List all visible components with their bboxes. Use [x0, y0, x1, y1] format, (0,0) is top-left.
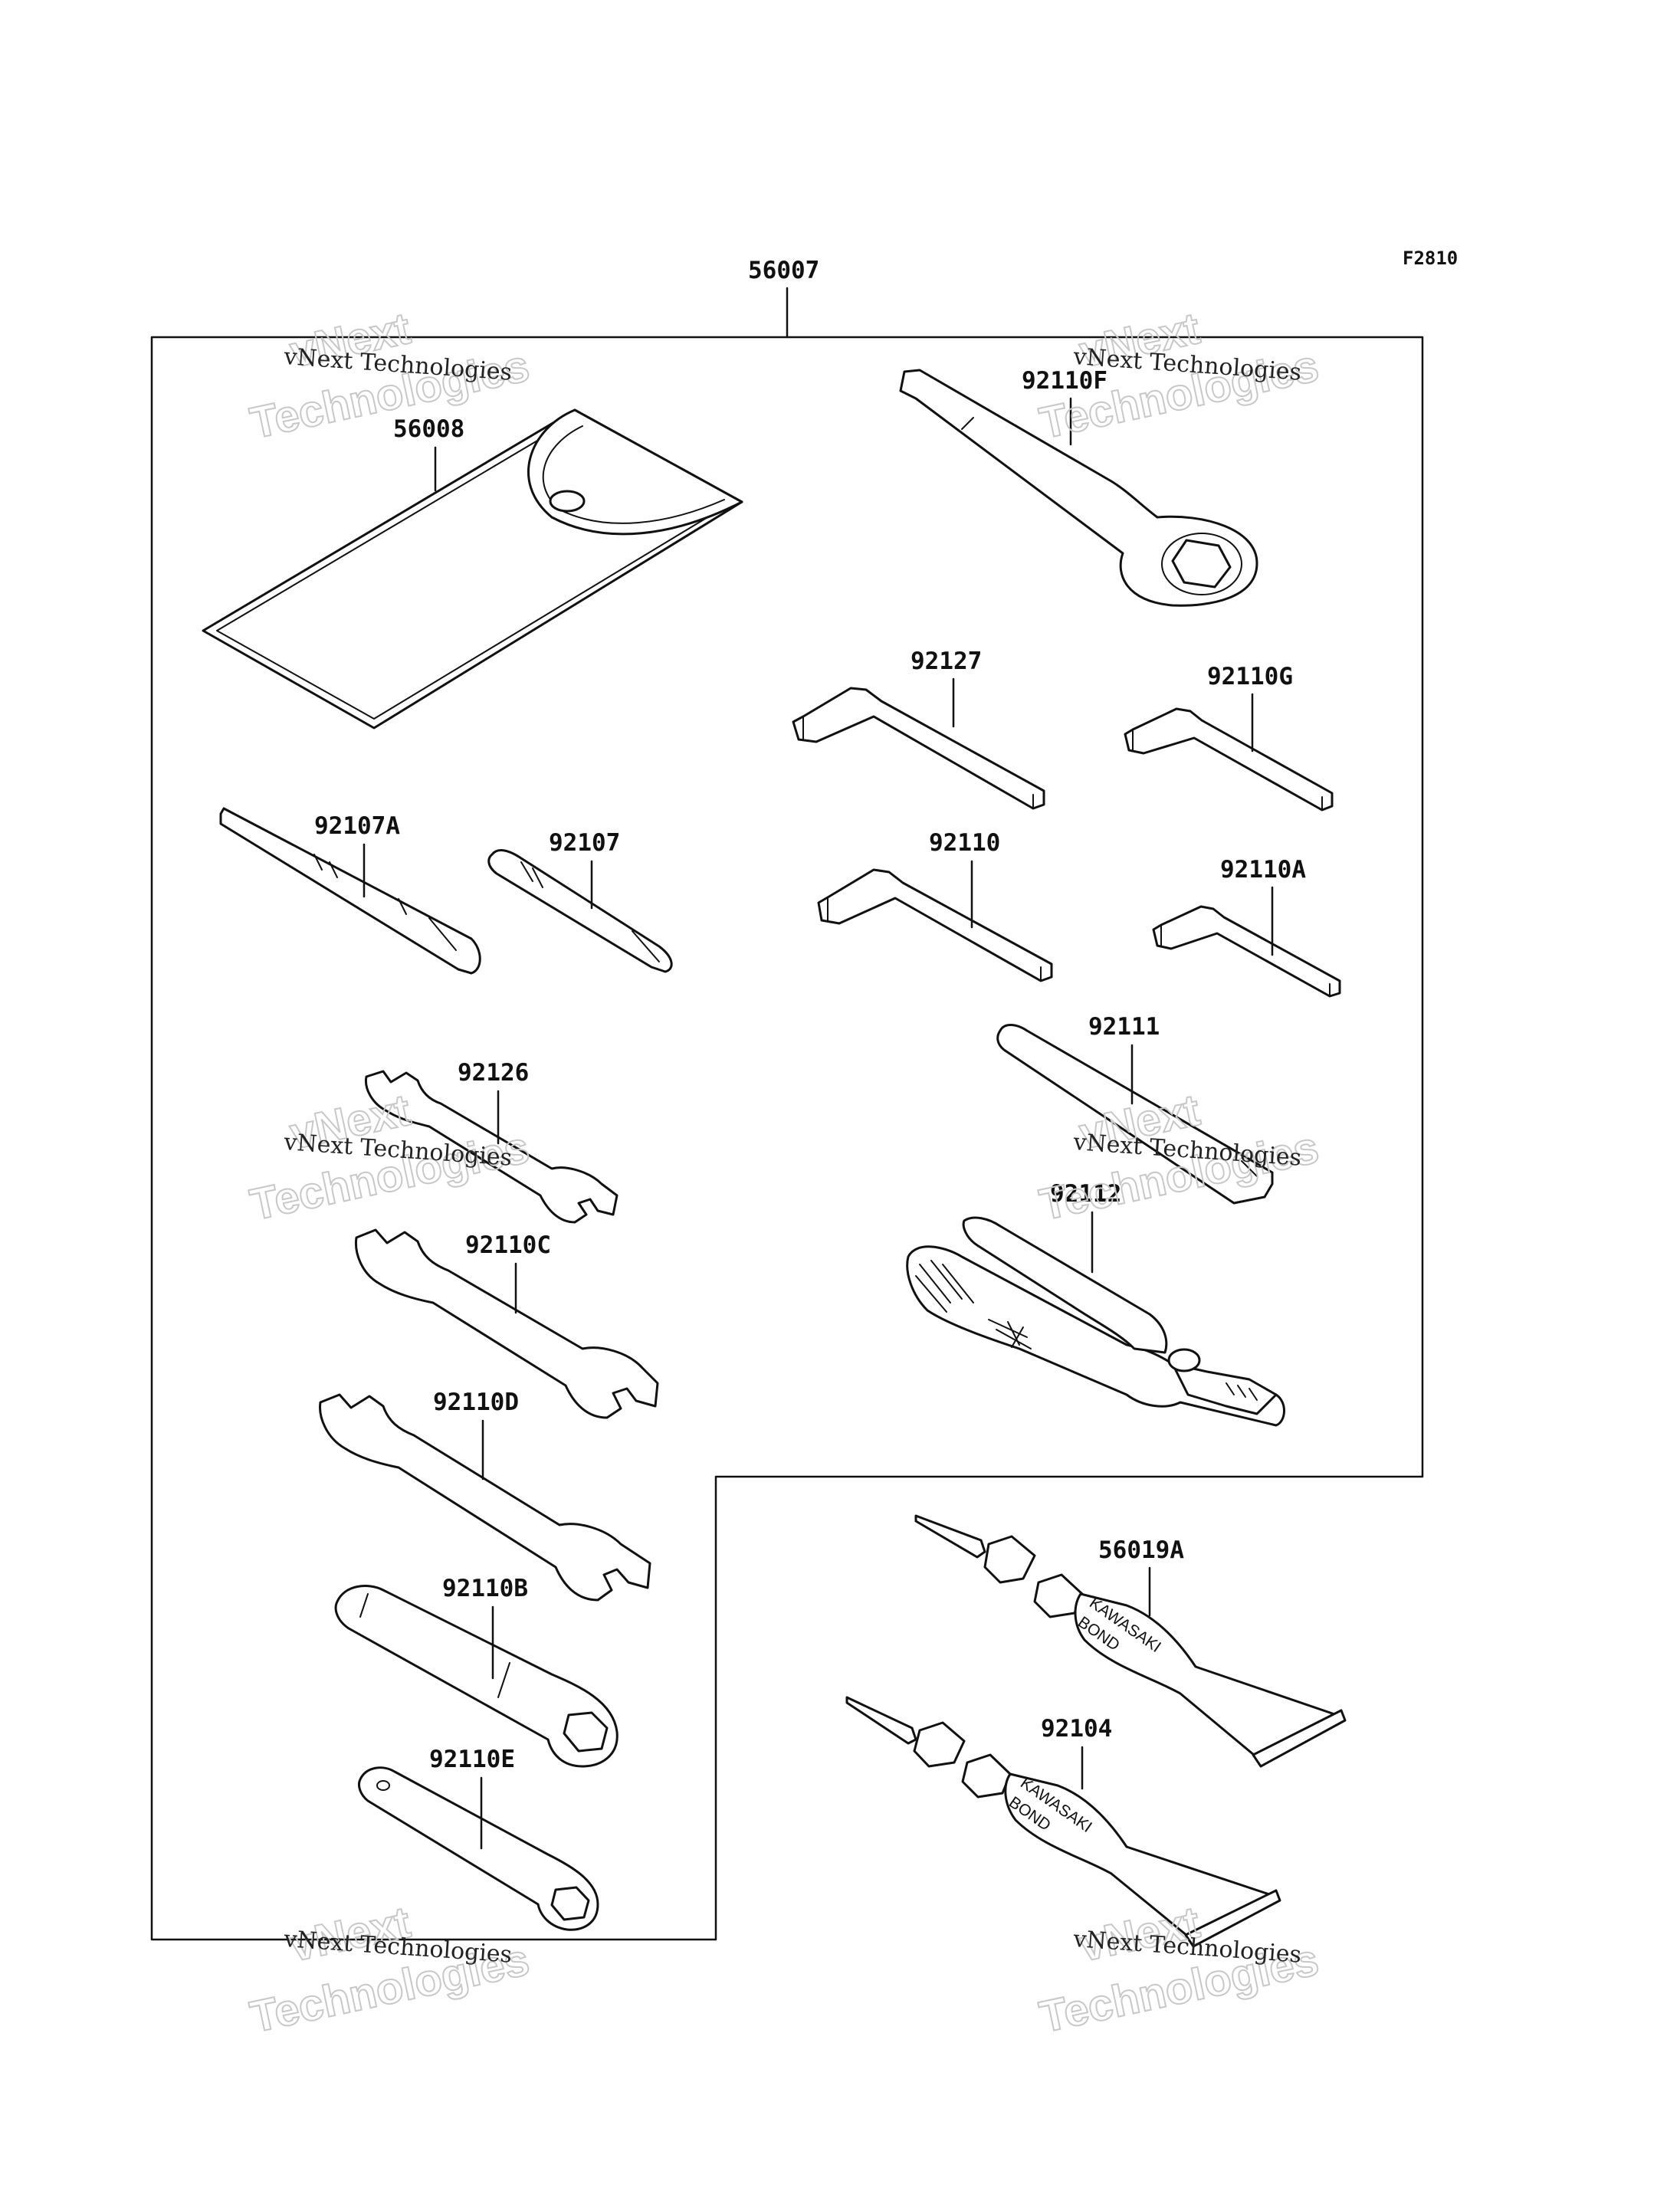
- label-92110F: 92110F: [1022, 367, 1107, 395]
- label-92107: 92107: [549, 829, 620, 857]
- tool-pouch-drawing: [202, 408, 743, 730]
- hex-key-92127-drawing: [792, 687, 1045, 810]
- label-92112: 92112: [1050, 1180, 1121, 1208]
- label-92110G: 92110G: [1207, 663, 1293, 690]
- kit-frame: [150, 336, 1424, 1941]
- screwdriver-double-bit-drawing: [219, 807, 481, 975]
- label-92110C: 92110C: [465, 1231, 551, 1259]
- screwdriver-bit-drawing: [487, 849, 673, 973]
- open-wrench-92110C-drawing: [354, 1228, 659, 1419]
- label-56019A: 56019A: [1098, 1536, 1184, 1564]
- label-92126: 92126: [458, 1059, 529, 1087]
- label-92110D: 92110D: [433, 1389, 519, 1416]
- box-wrench-92110B-drawing: [334, 1585, 619, 1768]
- assembly-label: 56007: [748, 257, 819, 284]
- label-92110B: 92110B: [442, 1575, 528, 1602]
- label-92110: 92110: [929, 829, 1000, 857]
- bond-tube-56019A-drawing: KAWASAKI BOND: [914, 1514, 1347, 1768]
- label-92104: 92104: [1041, 1715, 1112, 1743]
- extension-bar-drawing: [996, 1024, 1274, 1205]
- pliers-drawing: [906, 1216, 1285, 1427]
- box-wrench-92110E-drawing: [357, 1766, 599, 1931]
- open-wrench-92110D-drawing: [319, 1393, 651, 1602]
- label-92111: 92111: [1088, 1013, 1160, 1041]
- label-92127: 92127: [911, 648, 982, 675]
- label-92110E: 92110E: [429, 1746, 515, 1773]
- hex-key-92110A-drawing: [1152, 905, 1341, 998]
- hex-key-92110-drawing: [817, 868, 1053, 982]
- hex-key-92110G-drawing: [1124, 707, 1334, 812]
- figure-code: F2810: [1403, 248, 1458, 269]
- label-92110A: 92110A: [1220, 856, 1306, 884]
- ring-wrench-drawing: [899, 369, 1258, 607]
- label-92107A: 92107A: [314, 812, 400, 840]
- open-wrench-92126-drawing: [364, 1070, 619, 1224]
- label-56008: 56008: [393, 415, 464, 443]
